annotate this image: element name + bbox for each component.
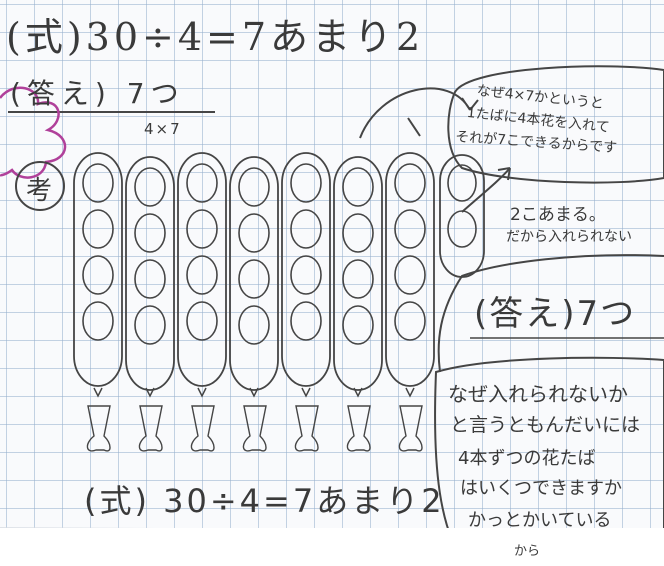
top-equation: (式)30÷4=7あまり2: [6, 15, 425, 59]
remainder-line-1: 2こあまる。: [510, 205, 606, 225]
flower: [394, 301, 426, 341]
bundle-outline: [385, 152, 435, 387]
bundle-outline: [177, 152, 227, 387]
flower: [290, 163, 322, 203]
remainder-arrow: [461, 167, 511, 213]
top-answer: (答え) 7つ: [10, 77, 185, 110]
flower: [290, 209, 322, 249]
bundle-outline: [333, 156, 383, 391]
vase: [242, 405, 267, 452]
bundle-outline: [229, 156, 279, 391]
flower: [134, 213, 166, 253]
flower: [186, 301, 218, 341]
vase: [294, 405, 319, 452]
circled-label: 考: [26, 176, 53, 206]
vase: [398, 405, 423, 452]
explanation-line-1: なぜ入れられないか: [448, 382, 628, 406]
vase: [138, 405, 163, 452]
remainder-line-2: だから入れられない: [506, 229, 632, 245]
bottom-equation: (式) 30÷4=7あまり2: [84, 482, 445, 520]
bundle-outline: [281, 152, 331, 387]
flower: [82, 255, 114, 295]
flower: [290, 255, 322, 295]
leftover-flower: [447, 164, 477, 202]
think-circle: [15, 161, 65, 211]
bundle-tie: [93, 387, 103, 398]
bundle-outline: [125, 156, 175, 391]
bundle-tie: [353, 387, 363, 398]
flower: [342, 213, 374, 253]
flower: [238, 167, 270, 207]
flower: [82, 301, 114, 341]
leftover-flower: [447, 210, 477, 248]
question-bubble: [447, 65, 664, 184]
flower: [238, 305, 270, 345]
bubble-arrow: [359, 87, 479, 139]
flower: [394, 255, 426, 295]
flower: [342, 167, 374, 207]
bundle-tie: [301, 387, 311, 398]
bundle-tie: [197, 387, 207, 398]
answer-frame: [437, 254, 664, 373]
margin-note: 4×7: [144, 120, 182, 138]
flower: [82, 163, 114, 203]
bundle-tie: [249, 387, 259, 398]
explanation-blob: [434, 356, 664, 566]
boxed-answer: (答え)7つ: [474, 294, 637, 334]
bundle-tie: [405, 387, 415, 398]
bundle-outline: [73, 152, 123, 387]
bubble-tick: [407, 117, 421, 137]
explanation-line-5: かっとかいている: [468, 510, 612, 531]
flower: [134, 305, 166, 345]
flower: [186, 163, 218, 203]
vase: [190, 405, 215, 452]
explanation-line-4: はいくつできますか: [460, 478, 622, 499]
bundle-tie: [145, 387, 155, 398]
flower-bundles: [73, 152, 485, 452]
flower: [238, 213, 270, 253]
vase: [346, 405, 371, 452]
flower: [82, 209, 114, 249]
flower: [290, 301, 322, 341]
flower: [186, 255, 218, 295]
flower: [342, 259, 374, 299]
vase: [86, 405, 111, 452]
explanation-line-6: から: [514, 544, 541, 559]
correction-cloud: [0, 86, 67, 179]
paper-margin: [0, 528, 664, 566]
explanation-line-2: と言うともんだいには: [450, 414, 641, 436]
explanation-line-3: 4本ずつの花たば: [458, 448, 596, 469]
flower: [186, 209, 218, 249]
flower: [134, 167, 166, 207]
flower: [394, 163, 426, 203]
flower: [342, 305, 374, 345]
flower: [134, 259, 166, 299]
flower: [238, 259, 270, 299]
flower: [394, 209, 426, 249]
